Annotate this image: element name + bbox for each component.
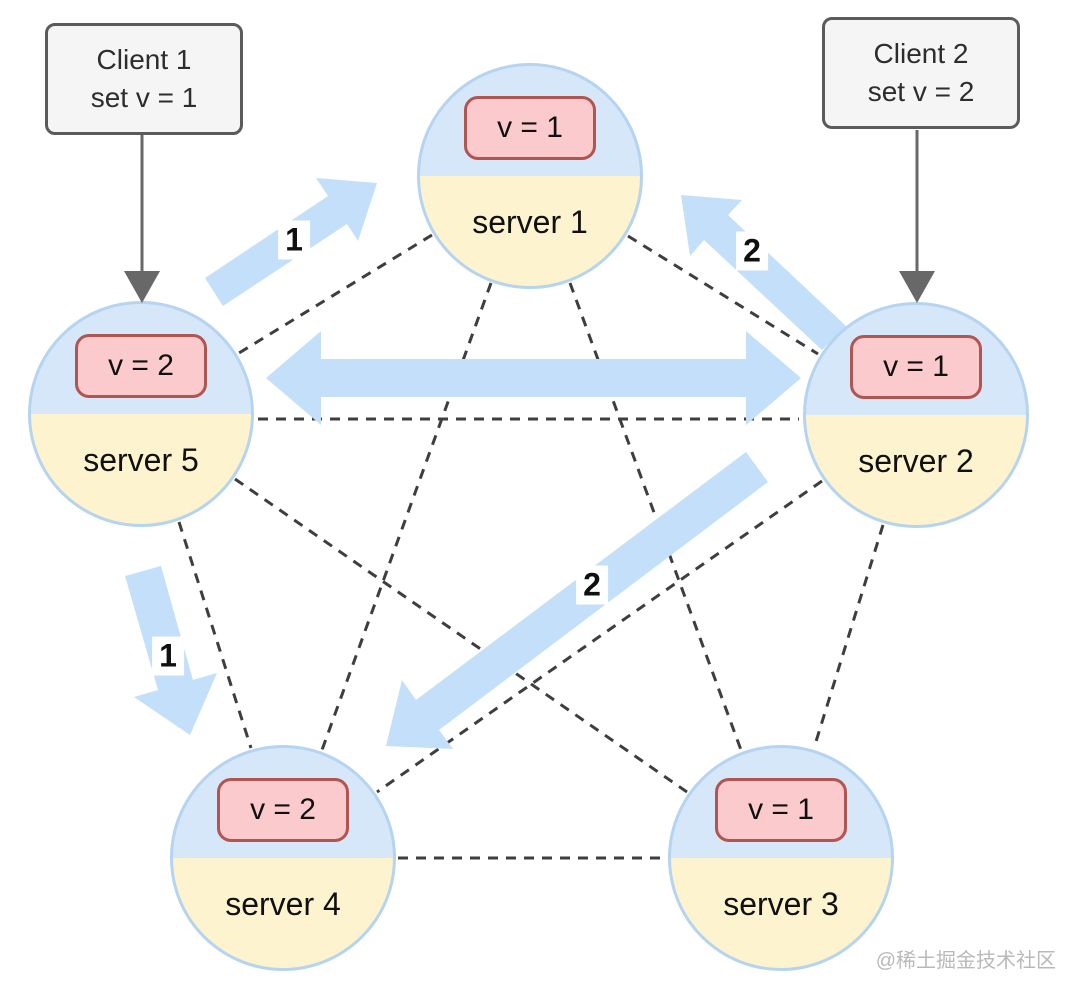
mesh-edge-s5-s4	[177, 521, 253, 749]
value-text: v = 2	[250, 793, 316, 826]
watermark: @稀土掘金技术社区	[875, 950, 1056, 972]
server-label: server 4	[225, 886, 341, 922]
arrow-label-s5-to-s1: 1	[278, 220, 310, 260]
mesh-edge-s1-s5	[238, 233, 433, 355]
server-node-3: v = 1 server 3	[668, 745, 894, 971]
arrow-label-s2-to-s1: 2	[736, 231, 768, 271]
arrow-label-s5-to-s4: 1	[152, 636, 184, 676]
value-badge: v = 1	[715, 778, 847, 842]
value-text: v = 2	[108, 349, 174, 382]
value-badge: v = 1	[464, 96, 596, 160]
client2-action: set v = 2	[867, 76, 975, 107]
mesh-edge-s1-s3	[568, 282, 743, 751]
value-text: v = 1	[748, 793, 814, 826]
value-badge: v = 2	[217, 778, 349, 842]
mesh-edge-s1-s2	[627, 234, 819, 356]
replication-arrow-s2-to-s1	[681, 195, 846, 350]
server-label: server 2	[858, 443, 974, 479]
client2-title: Client 2	[873, 38, 969, 69]
server-node-5: v = 2 server 5	[28, 301, 254, 527]
mesh-edge-s2-s4	[376, 479, 823, 794]
value-text: v = 1	[883, 350, 949, 383]
client1-box: Client 1 set v = 1	[45, 23, 243, 135]
client1-title: Client 1	[96, 44, 192, 75]
server-label: server 3	[723, 886, 839, 922]
server-node-2: v = 1 server 2	[803, 302, 1029, 528]
replication-arrow-s5-s2-bidirectional	[266, 331, 801, 425]
server-label: server 5	[83, 442, 199, 478]
mesh-edge-s5-s3	[234, 477, 688, 794]
value-badge: v = 2	[75, 334, 207, 398]
server-node-4: v = 2 server 4	[170, 745, 396, 971]
value-text: v = 1	[497, 111, 563, 144]
value-badge: v = 1	[850, 335, 982, 399]
client1-action: set v = 1	[90, 82, 198, 113]
server-node-1: v = 1 server 1	[417, 63, 643, 289]
mesh-edge-s2-s3	[812, 524, 885, 749]
server-label: server 1	[472, 204, 588, 240]
arrow-label-s2-to-s4: 2	[576, 565, 608, 605]
client2-box: Client 2 set v = 2	[822, 17, 1020, 129]
